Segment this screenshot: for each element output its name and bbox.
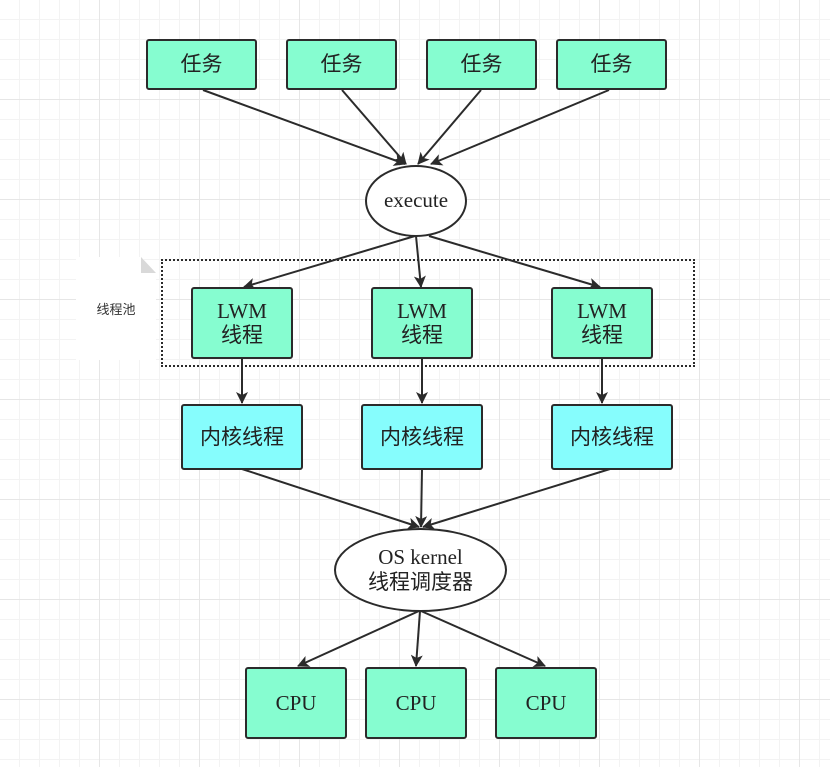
arrow-task3-execute <box>417 89 482 165</box>
arrow-scheduler-cpu3 <box>420 610 546 668</box>
execute-node[interactable]: execute <box>365 165 467 237</box>
arrow-task2-execute <box>341 89 407 165</box>
thread-pool-label: 线程池 <box>96 303 136 318</box>
kernel-thread-node[interactable]: 内核线程 <box>551 404 673 470</box>
cpu-label: CPU <box>525 690 567 715</box>
arrow-scheduler-cpu1 <box>297 610 420 667</box>
thread-pool-note: 线程池 <box>76 257 156 360</box>
cpu-node[interactable]: CPU <box>365 667 467 739</box>
lwm-label: LWM <box>577 298 627 323</box>
arrow-execute-lwm1 <box>243 235 416 290</box>
arrow-task1-execute <box>202 89 406 166</box>
task-node[interactable]: 任务 <box>426 39 537 90</box>
kernel-thread-node[interactable]: 内核线程 <box>181 404 303 470</box>
lwm-thread-node[interactable]: LWM 线程 <box>551 287 653 359</box>
task-node[interactable]: 任务 <box>286 39 397 90</box>
execute-label: execute <box>383 188 449 213</box>
task-label: 任务 <box>320 52 363 77</box>
lwm-thread-node[interactable]: LWM 线程 <box>371 287 473 359</box>
arrow-kernel3-scheduler <box>422 468 611 530</box>
arrow-execute-lwm2 <box>413 235 426 288</box>
kernel-thread-label: 内核线程 <box>380 424 464 449</box>
arrow-task4-execute <box>430 89 610 166</box>
cpu-node[interactable]: CPU <box>495 667 597 739</box>
task-node[interactable]: 任务 <box>556 39 667 90</box>
arrow-execute-lwm3 <box>428 235 601 290</box>
cpu-label: CPU <box>275 690 317 715</box>
kernel-thread-label: 内核线程 <box>200 424 284 449</box>
arrow-kernel2-scheduler <box>415 468 428 528</box>
scheduler-label: OS kernel <box>378 544 463 569</box>
lwm-thread-node[interactable]: LWM 线程 <box>191 287 293 359</box>
task-label: 任务 <box>180 52 223 77</box>
lwm-sublabel: 线程 <box>581 323 623 347</box>
kernel-thread-node[interactable]: 内核线程 <box>361 404 483 470</box>
arrow-scheduler-cpu2 <box>410 610 423 667</box>
lwm-label: LWM <box>397 298 447 323</box>
arrow-kernel1-scheduler <box>241 468 420 530</box>
task-node[interactable]: 任务 <box>146 39 257 90</box>
cpu-label: CPU <box>395 690 437 715</box>
lwm-sublabel: 线程 <box>401 323 443 347</box>
thread-pool-container <box>161 259 695 367</box>
cpu-node[interactable]: CPU <box>245 667 347 739</box>
lwm-sublabel: 线程 <box>221 323 263 347</box>
lwm-label: LWM <box>217 298 267 323</box>
task-label: 任务 <box>590 52 633 77</box>
task-label: 任务 <box>460 52 503 77</box>
scheduler-sublabel: 线程调度器 <box>368 570 473 594</box>
os-kernel-scheduler-node[interactable]: OS kernel 线程调度器 <box>334 528 507 612</box>
kernel-thread-label: 内核线程 <box>570 424 654 449</box>
